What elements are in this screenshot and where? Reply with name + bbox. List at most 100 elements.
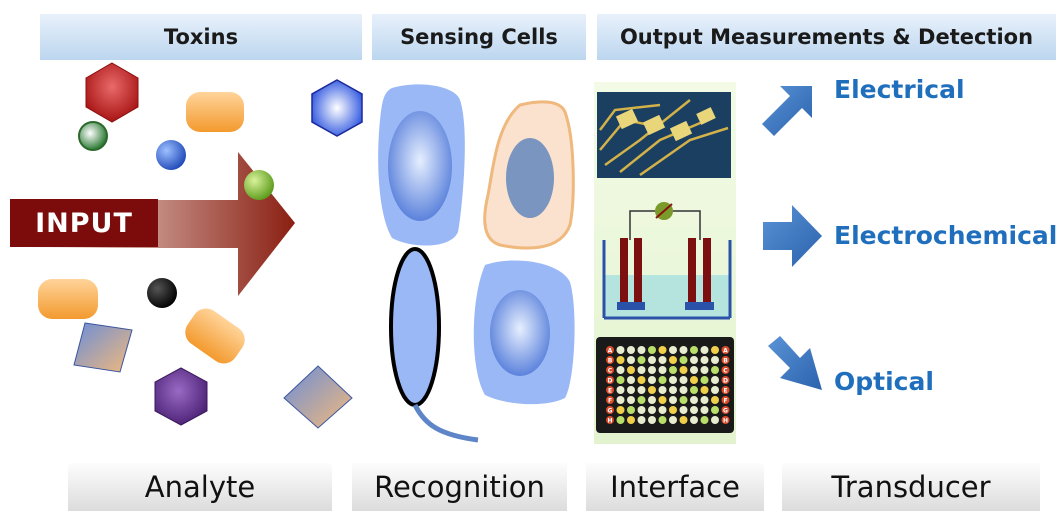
plate-well [627,396,635,404]
plate-well [679,376,688,384]
header-output: Output Measurements & Detection [597,14,1056,60]
plate-row-letter: C [608,368,613,375]
plate-well [648,366,656,374]
footer-analyte: Analyte [68,463,332,511]
output-electrochemical-label: Electrochemical [834,221,1058,250]
cell-1-nucleus [388,111,452,221]
plate-well [700,396,709,404]
plate-well [658,366,667,374]
electrochemical-cell [602,202,732,320]
plate-well [637,376,646,384]
cell-3 [389,247,441,407]
output-electrical-label: Electrical [834,75,965,104]
plate-well [711,386,719,394]
cell-4-nucleus [490,290,550,376]
cell-3-tail [412,403,479,443]
plate-well [637,396,646,404]
orange-capsule-1 [186,92,244,132]
plate-well [690,356,698,364]
input-label: INPUT [10,199,158,247]
red-hexagon [85,62,139,123]
plate-well [658,356,667,364]
plate-row-letter: B [723,358,728,365]
plate-row-marker [721,396,730,404]
plate-row-letter: G [723,408,728,415]
plate-row-marker [721,366,730,374]
plate-well [711,346,719,354]
plate-well [679,366,688,374]
plate-well [616,366,625,374]
blue-sphere [156,140,186,170]
plate-row-marker [606,376,614,384]
plate-row-letter: G [608,408,613,415]
plate-well [669,396,677,404]
plate-well [616,396,625,404]
footer-transducer: Transducer [782,463,1040,511]
plate-row-marker [606,396,614,404]
footer-recognition: Recognition [352,463,567,511]
plate-row-marker [721,406,730,414]
plate-row-letter: C [723,368,728,375]
plate-row-marker [606,356,614,364]
plate-well [679,396,688,404]
plate-well [627,376,635,384]
diamond-1 [73,322,133,373]
plate-row-letter: D [723,378,728,385]
plate-row-marker [606,386,614,394]
plate-well [700,406,709,414]
footer-interface: Interface [586,463,764,511]
green-sphere [244,170,274,200]
plate-well [669,376,677,384]
plate-well [648,346,656,354]
plate-well [658,416,667,424]
plate-well [658,396,667,404]
plate-well [690,366,698,374]
output-optical-label: Optical [834,367,934,396]
plate-well [658,346,667,354]
plate-well [648,376,656,384]
plate-row-letter: D [608,378,613,385]
black-sphere [147,278,177,308]
plate-well [690,396,698,404]
plate-well [616,376,625,384]
plate-well [690,406,698,414]
plate-well [669,386,677,394]
plate-row-marker [606,346,614,354]
plate-row-marker [606,406,614,414]
purple-hexagon [154,367,208,426]
plate-well [637,346,646,354]
plate-well [700,356,709,364]
plate-well [669,356,677,364]
plate-well [711,366,719,374]
plate-row-marker [721,356,730,364]
header-sensing-cells: Sensing Cells [372,14,586,60]
diamond-2 [283,365,353,429]
plate-well [669,366,677,374]
plate-well [700,386,709,394]
plate-well [637,416,646,424]
plate-well [627,406,635,414]
plate-well [648,386,656,394]
plate-well [669,416,677,424]
plate-well [637,356,646,364]
blue-hexagon [311,79,363,137]
plate-row-marker [721,416,730,424]
plate-well [627,416,635,424]
output-arrow-electrical [762,86,812,136]
plate-row-letter: F [608,398,612,405]
plate-well [627,366,635,374]
plate-row-letter: E [608,388,612,395]
plate-row-letter: H [607,418,612,425]
plate-well [711,416,719,424]
plate-well [711,406,719,414]
plate-row-letter: H [723,418,728,425]
plate-well [627,386,635,394]
plate-row-letter: B [608,358,613,365]
plate-row-marker [721,376,730,384]
plate-row-marker [721,346,730,354]
header-toxins: Toxins [40,14,362,60]
plate-row-letter: A [723,348,728,355]
orange-capsule-2 [38,279,98,319]
